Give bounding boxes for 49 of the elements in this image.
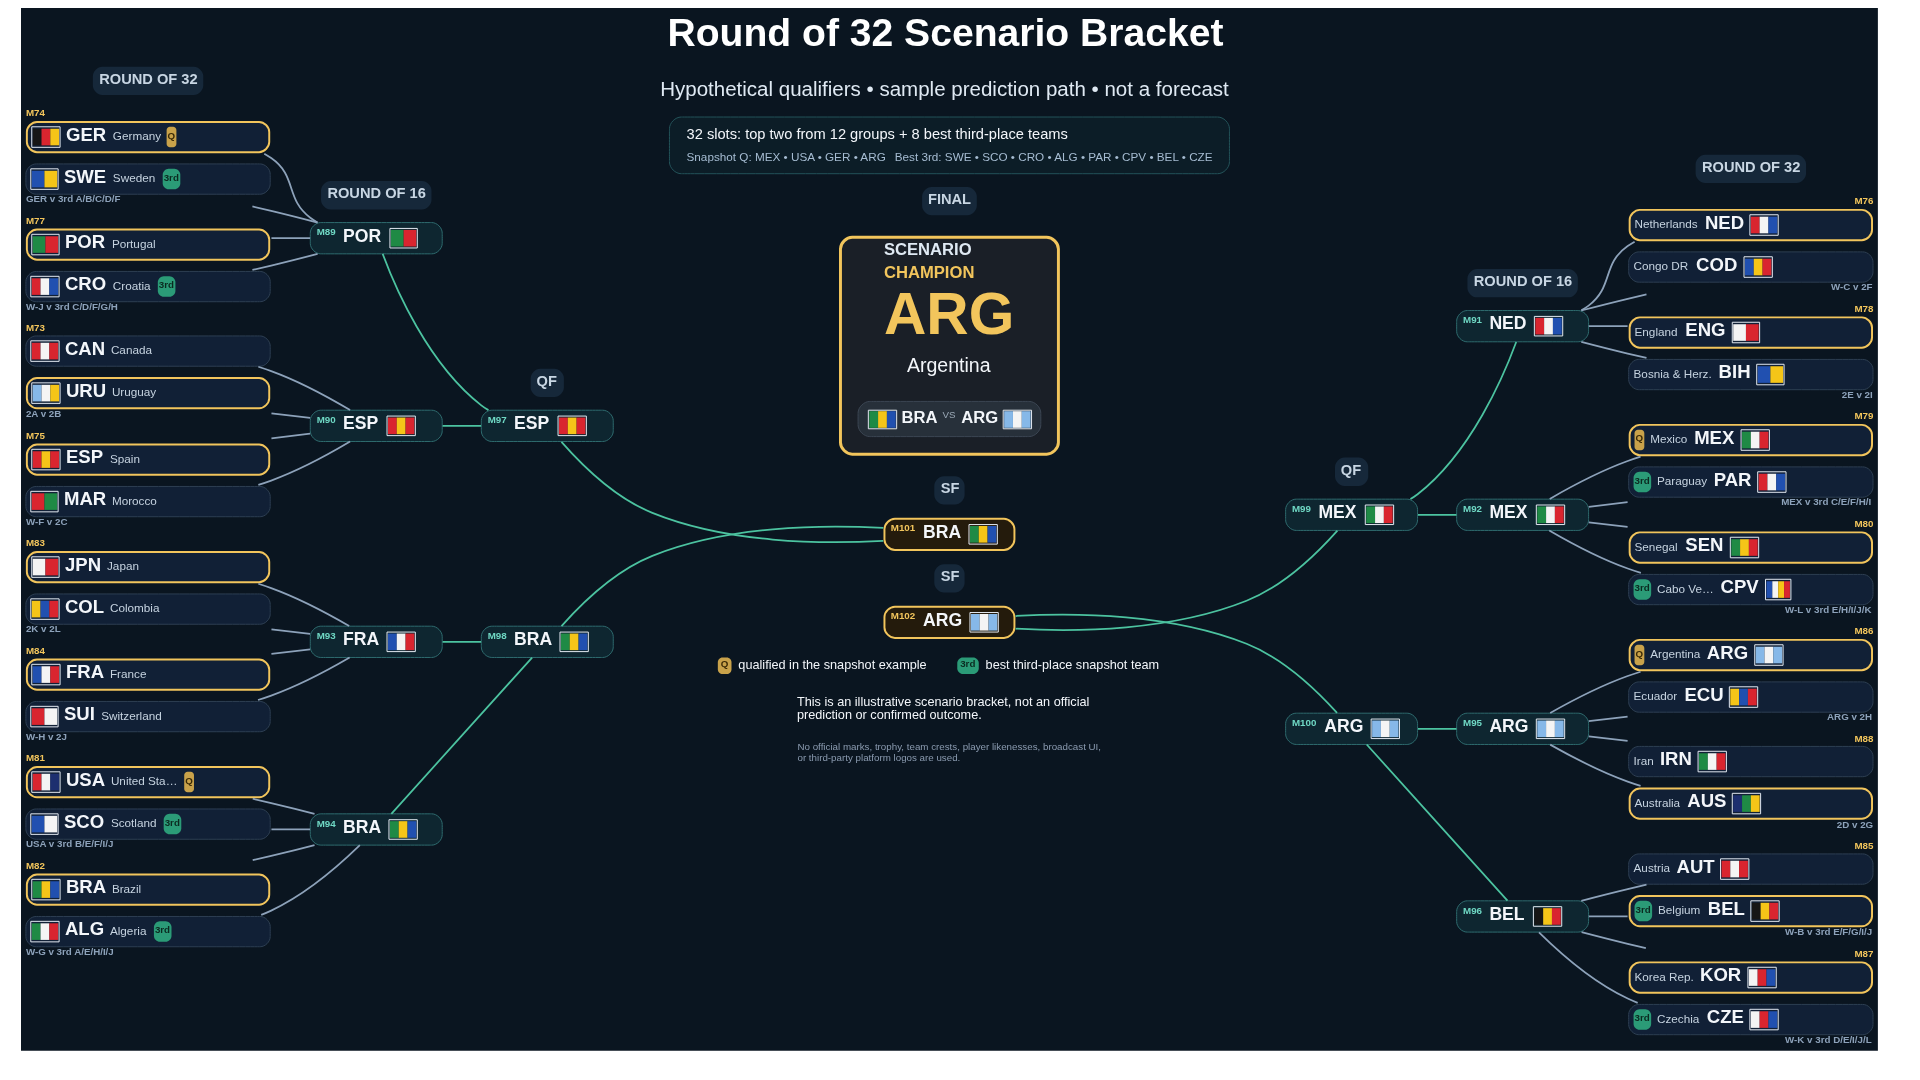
node-label: 2D v 2G bbox=[1836, 818, 1874, 830]
label: ROUND OF 16 bbox=[327, 185, 426, 202]
node-label: M77 bbox=[25, 214, 45, 226]
node-label: M87 bbox=[1854, 947, 1874, 959]
node-label: M83 bbox=[25, 537, 45, 549]
label: SF bbox=[940, 568, 960, 585]
node-label: W-G v 3rd A/E/H/I/J bbox=[25, 945, 114, 957]
node-label: W-L v 3rd E/H/I/J/K bbox=[1785, 603, 1872, 615]
node-label: M75 bbox=[25, 429, 45, 441]
node-label: M81 bbox=[25, 752, 45, 764]
legend-label: best third-place snapshot team bbox=[985, 658, 1160, 673]
node-label: W-C v 2F bbox=[1830, 281, 1873, 292]
label: FINAL bbox=[927, 191, 972, 207]
node-label: M76 bbox=[1854, 195, 1874, 206]
label: 3rd bbox=[960, 658, 976, 670]
label: ROUND OF 32 bbox=[1701, 158, 1801, 175]
label: Q bbox=[720, 658, 729, 670]
label: SF bbox=[940, 480, 960, 497]
node-label: W-J v 3rd C/D/F/G/H bbox=[25, 300, 118, 312]
node-label: M73 bbox=[25, 322, 45, 334]
label: QF bbox=[1340, 461, 1362, 478]
diagram-title: Round of 32 Scenario Bracket bbox=[667, 11, 1224, 55]
node-label: M79 bbox=[1854, 410, 1874, 422]
node-label: M84 bbox=[25, 644, 45, 656]
label: ROUND OF 16 bbox=[1473, 273, 1573, 290]
label: ROUND OF 32 bbox=[99, 70, 198, 87]
node-label: M78 bbox=[1854, 302, 1874, 314]
node-label: USA v 3rd B/E/F/I/J bbox=[25, 838, 114, 850]
node-label: M74 bbox=[25, 107, 45, 119]
node-label: 2E v 2I bbox=[1841, 388, 1873, 400]
node-label: W-K v 3rd D/E/I/J/L bbox=[1785, 1033, 1872, 1045]
node-label: M85 bbox=[1854, 840, 1874, 852]
node-label: M86 bbox=[1854, 625, 1874, 637]
node-label: MEX v 3rd C/E/F/H/I bbox=[1781, 496, 1872, 508]
legend-label: qualified in the snapshot example bbox=[738, 658, 927, 673]
node-label: 2A v 2B bbox=[25, 408, 62, 420]
node-label: ARG v 2H bbox=[1827, 711, 1873, 723]
node-label: M88 bbox=[1854, 732, 1874, 744]
label: Hypothetical qualifiers • sample prediction path • not a forecast bbox=[660, 76, 1229, 100]
node-label: W-F v 2C bbox=[25, 515, 68, 527]
node-label: 2K v 2L bbox=[25, 623, 61, 635]
label: No official marks, trophy, team crests, player likenesses, broadcast UI, or third-party platform logos are used. bbox=[797, 741, 1102, 764]
node-label: M80 bbox=[1854, 517, 1874, 529]
node-label: W-H v 2J bbox=[25, 730, 67, 742]
node-label: GER v 3rd A/B/C/D/F bbox=[25, 193, 121, 205]
node-label: W-B v 3rd E/F/G/I/J bbox=[1785, 926, 1873, 938]
label: QF bbox=[536, 372, 557, 389]
label: This is an illustrative scenario bracket, not an official prediction or confirmed outcome. bbox=[796, 694, 1090, 723]
node-label: M82 bbox=[25, 859, 45, 871]
